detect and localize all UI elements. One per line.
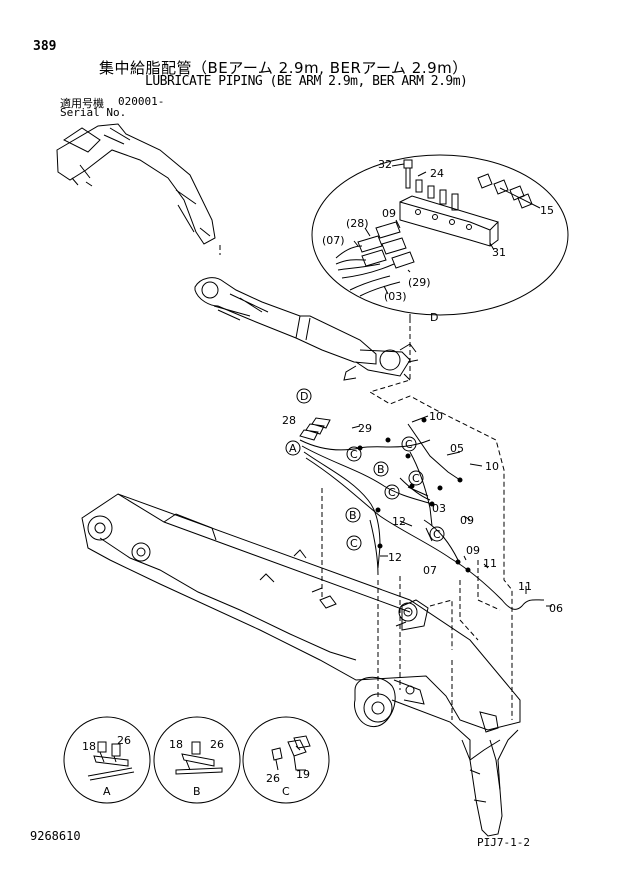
detail-b-callout-18: 18 <box>169 738 183 751</box>
marker-b-1: B <box>377 463 385 476</box>
distribution-manifold <box>399 195 499 247</box>
arm-structure <box>81 493 521 761</box>
marker-b-2: B <box>349 509 357 522</box>
callout-29-main: 29 <box>358 422 372 435</box>
callout-12-lower: 12 <box>388 551 402 564</box>
detail-a-callout-18: 18 <box>82 740 96 753</box>
detail-c-circle <box>242 716 330 804</box>
page-number: 389 <box>33 39 57 54</box>
overview-boom-sketch <box>56 123 216 245</box>
callout-03-detail: (03) <box>384 290 407 303</box>
callout-09-detail: 09 <box>382 207 396 220</box>
callout-05: 05 <box>450 442 464 455</box>
marker-c-6: C <box>350 537 358 550</box>
callout-11-middle: 11 <box>483 557 497 570</box>
callout-12-upper: 12 <box>392 515 406 528</box>
marker-c-4: C <box>412 472 420 485</box>
callout-07-detail: (07) <box>322 234 345 247</box>
callout-06: 06 <box>549 602 563 615</box>
bucket-linkage <box>461 729 519 837</box>
detail-a-callout-26: 26 <box>117 734 131 747</box>
dashed-leaders <box>219 245 513 720</box>
arm-cylinder <box>194 277 419 381</box>
callout-24: 24 <box>430 167 444 180</box>
title-english: LUBRICATE PIPING (BE ARM 2.9m, BER ARM 2… <box>145 74 468 89</box>
callout-15: 15 <box>540 204 554 217</box>
marker-c-3: C <box>388 486 396 499</box>
serial-label-japanese: 適用号機 <box>60 97 104 110</box>
callout-11-right: 11 <box>518 580 532 593</box>
detail-d-ellipse <box>311 154 569 316</box>
marker-c-2: C <box>405 438 413 451</box>
serial-label-english: Serial No. <box>60 106 127 119</box>
callout-28-main: 28 <box>282 414 296 427</box>
drawing-number: 9268610 <box>30 829 81 843</box>
detail-d-label: D <box>430 311 438 324</box>
detail-b-circle <box>153 716 241 804</box>
detail-a-label: A <box>103 785 111 798</box>
marker-c-1: C <box>350 448 358 461</box>
detail-c-label: C <box>282 785 290 798</box>
callout-31: 31 <box>492 246 506 259</box>
callout-09-right: 09 <box>460 514 474 527</box>
marker-d: D <box>300 390 308 403</box>
callout-07-main: 07 <box>423 564 437 577</box>
lubrication-hoses <box>299 417 545 610</box>
callout-10-lower: 10 <box>485 460 499 473</box>
title-japanese: 集中給脂配管（BEアーム 2.9m, BERアーム 2.9m） <box>99 59 468 77</box>
callout-09-lower: 09 <box>466 544 480 557</box>
callout-29-detail: (29) <box>408 276 431 289</box>
detail-b-callout-26: 26 <box>210 738 224 751</box>
callout-10-upper: 10 <box>429 410 443 423</box>
page-code: PIJ7-1-2 <box>477 836 530 849</box>
detail-c-callout-26: 26 <box>266 772 280 785</box>
detail-a-circle <box>63 716 151 804</box>
callout-28-detail: (28) <box>346 217 369 230</box>
callout-32: 32 <box>378 158 392 171</box>
marker-c-5: C <box>433 528 441 541</box>
clamp-points <box>357 417 471 573</box>
detail-c-callout-19: 19 <box>296 768 310 781</box>
callout-03-main: 03 <box>432 502 446 515</box>
serial-value: 020001- <box>118 95 165 108</box>
marker-a: A <box>289 442 297 455</box>
detail-b-label: B <box>193 785 201 798</box>
